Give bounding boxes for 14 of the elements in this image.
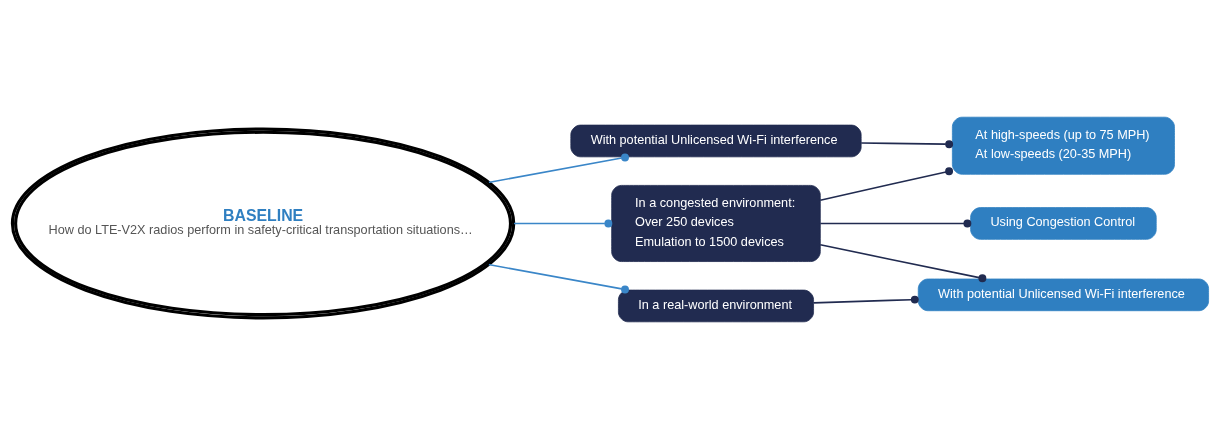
connector: [819, 244, 987, 283]
connector: [488, 153, 629, 184]
connector: [513, 219, 613, 228]
node-box: With potential Unlicensed Wi-Fi interference: [570, 124, 862, 158]
node-box: In a congested environment: Over 250 devices Emulation to 1500 devices: [611, 185, 821, 262]
connector: [819, 219, 972, 228]
connector: [488, 263, 629, 294]
connector: [819, 167, 954, 201]
node-box: At high-speeds (up to 75 MPH) At low-speeds (20-35 MPH): [951, 116, 1175, 175]
connector: [860, 140, 954, 149]
connector: [812, 295, 919, 304]
node-box: Using Congestion Control: [970, 207, 1157, 240]
node-box: In a real-world environment: [618, 289, 814, 323]
node-box: With potential Unlicensed Wi-Fi interference: [917, 278, 1209, 312]
